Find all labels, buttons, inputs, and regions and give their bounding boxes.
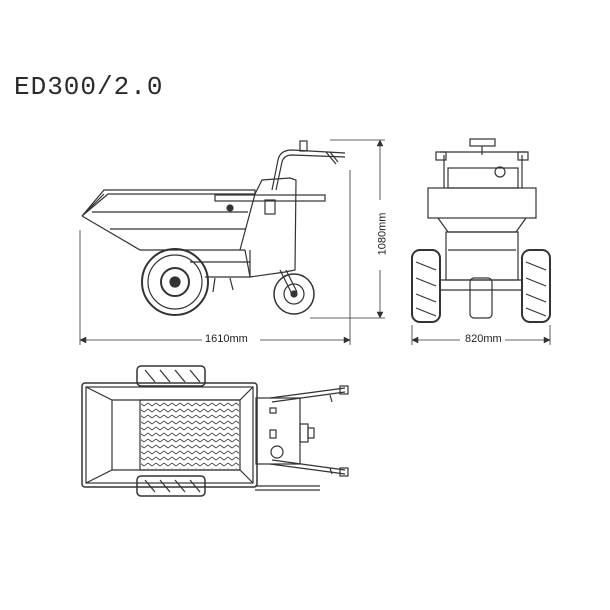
height-dimension-label: 1080mm [376, 209, 389, 259]
model-title: ED300/2.0 [14, 72, 164, 102]
width-dimension-label: 820mm [462, 333, 505, 345]
front-view [411, 138, 551, 345]
top-view [81, 365, 349, 497]
side-view [79, 139, 385, 345]
length-dimension-label: 1610mm [202, 333, 251, 345]
